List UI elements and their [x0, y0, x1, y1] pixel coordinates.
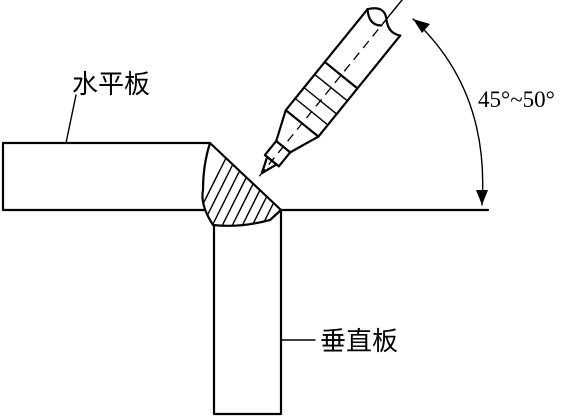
label-angle-range: 45°~50° — [478, 87, 555, 112]
electrode-holder-icon — [258, 0, 440, 177]
label-horizontal-plate: 水平板 — [72, 70, 150, 100]
weld-bead — [201, 141, 283, 227]
horizontal-plate — [1, 141, 212, 212]
vertical-plate — [212, 208, 283, 416]
leader-horizontal-plate — [65, 94, 77, 144]
label-vertical-plate: 垂直板 — [320, 327, 398, 357]
angle-arc-arrow — [412, 18, 488, 206]
